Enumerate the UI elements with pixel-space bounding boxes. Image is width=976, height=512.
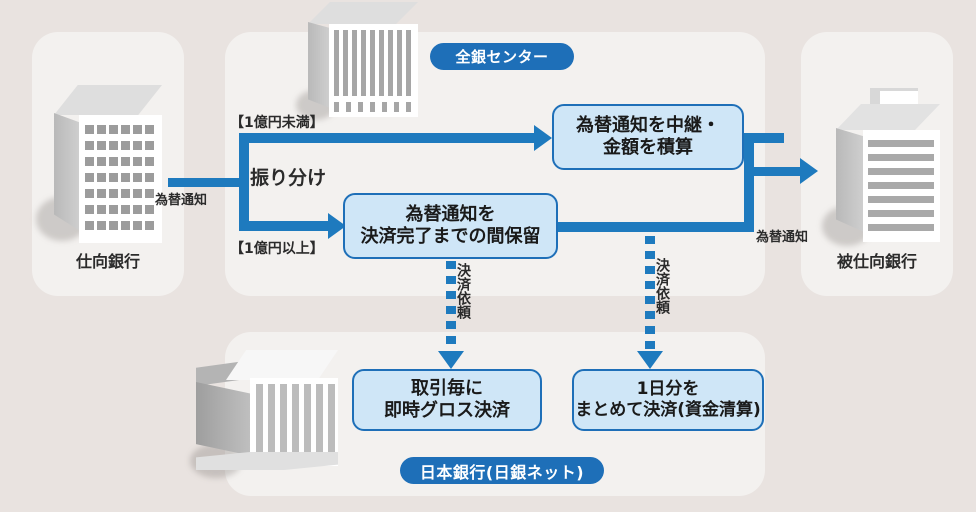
office-building-icon bbox=[36, 85, 186, 245]
dashed-flow-hold-to-rtgs bbox=[446, 261, 456, 353]
process-box-relay-notice[interactable]: 為替通知を中継・ 金額を積算 bbox=[552, 104, 744, 170]
label-settlement-request-right: 決済依頼 bbox=[654, 258, 670, 314]
process-box-hold-notice[interactable]: 為替通知を 決済完了までの間保留 bbox=[343, 193, 558, 259]
box-relay-line1: 為替通知を中継・ bbox=[576, 115, 720, 137]
label-notice-out: 為替通知 bbox=[756, 230, 809, 245]
flow-line-relay-exit bbox=[744, 133, 784, 143]
box-hold-line2: 決済完了までの間保留 bbox=[360, 226, 541, 247]
process-box-batch-settlement[interactable]: 1日分を まとめて決済(資金清算) bbox=[572, 369, 764, 431]
arrowhead-to-hold-box bbox=[328, 213, 346, 239]
flow-line-relay-down bbox=[744, 133, 754, 232]
flow-line-under-branch bbox=[239, 133, 537, 143]
arrowhead-to-batch-box bbox=[637, 351, 663, 369]
label-over-threshold: 【1億円以上】 bbox=[230, 241, 324, 257]
label-notice-in: 為替通知 bbox=[155, 193, 208, 208]
office-building-icon bbox=[822, 88, 954, 248]
label-sending-bank: 仕向銀行 bbox=[75, 252, 140, 271]
flow-line-notice-out bbox=[754, 167, 804, 176]
dashed-flow-relay-to-batch bbox=[645, 236, 655, 353]
flow-line-split-trunk bbox=[239, 133, 249, 231]
flow-line-over-branch bbox=[239, 221, 329, 231]
box-batch-line1: 1日分を bbox=[636, 379, 700, 400]
label-split-routing: 振り分け bbox=[250, 167, 327, 189]
arrowhead-to-relay-box bbox=[534, 125, 552, 151]
box-rtgs-line2: 即時グロス決済 bbox=[384, 400, 510, 421]
label-under-threshold: 【1億円未満】 bbox=[230, 115, 324, 131]
process-box-rtgs[interactable]: 取引毎に 即時グロス決済 bbox=[352, 369, 542, 431]
flow-line-hold-exit bbox=[556, 222, 754, 232]
badge-zengin-center: 全銀センター bbox=[430, 43, 574, 70]
label-receiving-bank: 被仕向銀行 bbox=[836, 252, 917, 271]
arrowhead-to-receiving-bank bbox=[800, 158, 818, 184]
label-settlement-request-left: 決済依頼 bbox=[455, 263, 471, 319]
arrowhead-to-rtgs-box bbox=[438, 351, 464, 369]
box-rtgs-line1: 取引毎に bbox=[411, 378, 483, 400]
flow-line-notice-in bbox=[168, 178, 248, 187]
central-bank-temple-icon bbox=[190, 348, 350, 480]
box-relay-line2: 金額を積算 bbox=[603, 137, 693, 158]
data-center-building-icon bbox=[292, 2, 432, 122]
box-batch-line2: まとめて決済(資金清算) bbox=[575, 400, 761, 420]
box-hold-line1: 為替通知を bbox=[405, 204, 496, 226]
badge-bank-of-japan: 日本銀行(日銀ネット) bbox=[400, 457, 604, 484]
